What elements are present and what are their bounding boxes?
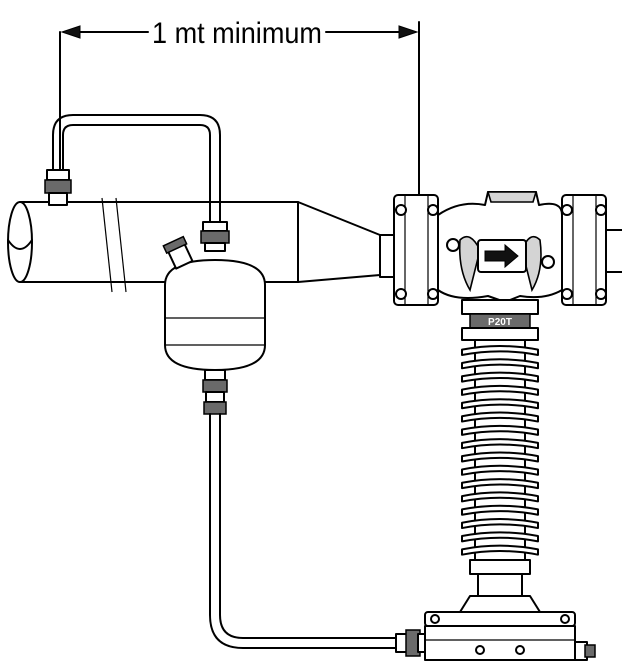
valve-marking: P20T xyxy=(488,317,512,328)
impulse-line xyxy=(44,114,230,252)
pressure-reducing-valve xyxy=(393,191,622,306)
spring-coil xyxy=(461,531,539,543)
spring-coil xyxy=(461,438,539,450)
spring-coil xyxy=(461,491,539,503)
diaphragm-actuator xyxy=(424,559,596,661)
spring-coil xyxy=(461,411,539,423)
spring-coil xyxy=(461,398,539,410)
arrow-left-icon xyxy=(60,25,81,39)
spring-coil xyxy=(461,451,539,463)
spring-coil xyxy=(461,464,539,476)
spring-coil xyxy=(461,424,539,436)
arrow-right-icon xyxy=(398,25,419,39)
spring-coil xyxy=(461,518,539,530)
spring-coil xyxy=(461,504,539,516)
spring-coil xyxy=(461,544,539,556)
valve-bonnet: P20T xyxy=(461,299,539,341)
spring-coil xyxy=(461,384,539,396)
sensing-line xyxy=(209,413,429,657)
spring-coil xyxy=(461,345,539,356)
dimension-indicator: 1 mt minimum xyxy=(59,17,420,201)
spring-coil xyxy=(461,371,539,383)
set-point-spring xyxy=(461,339,539,571)
condensate-pot xyxy=(162,235,266,415)
spring-coil xyxy=(461,478,539,490)
spring-coil xyxy=(461,358,539,370)
flow-direction-arrow-icon xyxy=(484,243,519,269)
dimension-label: 1 mt minimum xyxy=(152,17,322,50)
pipe-line xyxy=(7,197,395,293)
